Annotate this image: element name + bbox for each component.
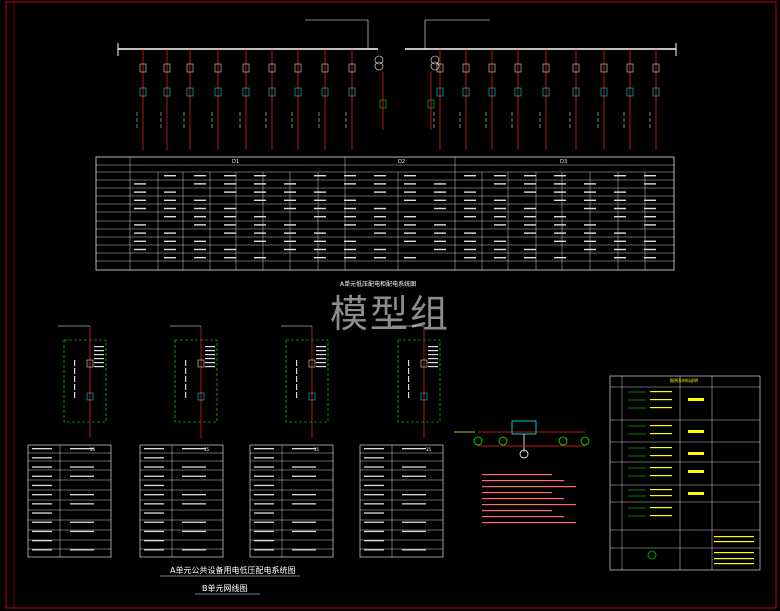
note-line-4	[482, 492, 552, 494]
note-line-9	[482, 522, 576, 524]
legend-title: 图例及材料说明	[670, 378, 698, 383]
feeder-14	[539, 49, 550, 150]
feeder-18	[649, 49, 660, 150]
feeder-10	[433, 49, 444, 150]
feeder-2	[160, 49, 171, 150]
unit-table-3	[249, 444, 334, 558]
incoming-feeder-right	[424, 19, 490, 71]
watermark: 模型组	[330, 292, 451, 336]
unit-panel-2	[170, 325, 218, 438]
top-table-group-d3: D3	[560, 159, 567, 165]
note-line-7	[482, 510, 552, 512]
feeder-9	[345, 49, 356, 150]
unit-table-4	[359, 444, 444, 558]
unit-table-header-4: 35	[426, 447, 432, 452]
feeder-11	[459, 49, 470, 150]
note-line-2	[482, 480, 564, 482]
unit-parameter-tables	[27, 444, 444, 558]
unit-table-header-3: 35	[314, 447, 320, 452]
unit-panel-1	[58, 325, 107, 438]
drawing-frame	[5, 1, 777, 609]
feeder-4	[211, 49, 222, 150]
top-table-group-d1: D1	[232, 159, 239, 165]
unit-table-2	[139, 444, 224, 558]
feeder-meter-2	[427, 72, 435, 130]
top-busbar-right	[405, 43, 677, 56]
network-diagram	[454, 420, 590, 459]
top-distribution-table	[95, 156, 675, 271]
feeder-12	[485, 49, 496, 150]
unit-table-header-2: 35	[204, 447, 210, 452]
feeder-3	[183, 49, 194, 150]
feeder-1	[136, 49, 147, 150]
feeder-5	[239, 49, 250, 150]
top-table-border	[95, 156, 675, 271]
feeder-17	[623, 49, 634, 150]
feeder-meter-1	[379, 72, 387, 130]
unit-panel-4	[392, 325, 441, 438]
note-line-8	[482, 516, 564, 518]
feeder-16	[597, 49, 608, 150]
unit-panel-3	[281, 325, 329, 438]
note-line-6	[482, 504, 576, 506]
legend-border	[609, 375, 761, 571]
top-busbar-left	[117, 43, 378, 56]
caption-unit-system: A单元公共设备用电低压配电系统图	[170, 566, 296, 575]
note-line-1	[482, 474, 552, 476]
unit-table-header-1: 35	[90, 447, 96, 452]
top-table-group-d2: D2	[398, 159, 405, 165]
unit-table-1	[27, 444, 112, 558]
feeder-7	[291, 49, 302, 150]
incoming-feeder-left	[305, 19, 384, 71]
caption-network: B单元网线图	[202, 584, 248, 593]
feeder-8	[318, 49, 329, 150]
note-line-5	[482, 498, 564, 500]
feeder-13	[511, 49, 522, 150]
unit-distribution-panels	[58, 325, 441, 438]
feeder-15	[569, 49, 580, 150]
network-notes	[482, 474, 576, 524]
legend-table	[609, 375, 761, 571]
top-table-caption: A单元低压配电柜配电系统图	[340, 281, 417, 288]
feeder-6	[265, 49, 276, 150]
note-line-3	[482, 486, 576, 488]
feeder-circuits	[136, 49, 660, 150]
